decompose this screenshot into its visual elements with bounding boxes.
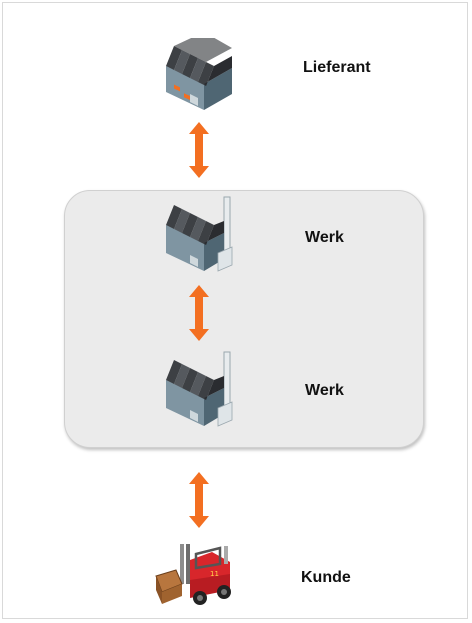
node-label-plant-1: Werk [305, 229, 344, 246]
plant-with-chimney-icon [166, 196, 233, 272]
forklift-icon: 11 [155, 544, 231, 605]
node-label-plant-2: Werk [305, 382, 344, 399]
plants-group-box [64, 190, 424, 448]
factory-icon [166, 38, 232, 110]
double-arrow-icon [189, 285, 209, 341]
svg-text:11: 11 [210, 570, 219, 578]
double-arrow-icon [189, 472, 209, 528]
node-label-customer: Kunde [301, 569, 351, 586]
double-arrow-icon [189, 122, 209, 178]
node-label-supplier: Lieferant [303, 59, 371, 76]
plant-with-chimney-icon [166, 351, 233, 427]
